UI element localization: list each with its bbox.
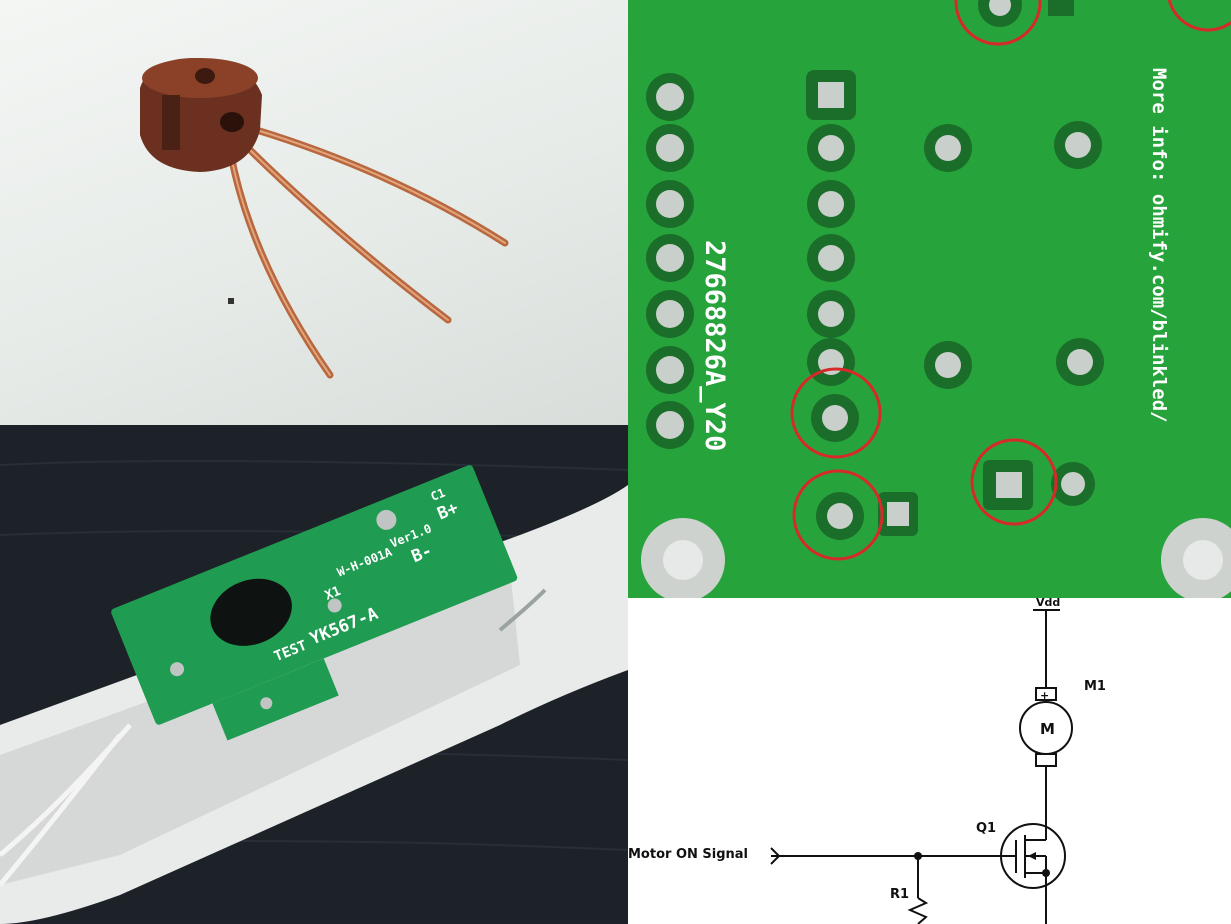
- signal-label: Motor ON Signal: [628, 847, 748, 862]
- r1-label: R1: [890, 887, 909, 902]
- motor-top-terminal: [1035, 687, 1057, 701]
- header-pad-column: [806, 70, 859, 442]
- highlight-circle: [792, 469, 884, 561]
- dust-speck: [228, 298, 234, 304]
- green-pcb-photo: 27668826A_Y20 More info: ohmify.com/blin…: [628, 0, 1231, 598]
- motor-bottom-terminal: [1035, 753, 1057, 767]
- q1-label: Q1: [976, 821, 996, 836]
- device-pcb-illustration: YK567-A TEST X1 W-H-001A B- B+ Ver1.0 C1: [0, 460, 628, 924]
- board-illustration: 27668826A_Y20 More info: ohmify.com/blin…: [641, 0, 1231, 598]
- transistor-photo: [0, 0, 628, 425]
- motor-label: M1: [1084, 679, 1106, 694]
- board-more-info: More info: ohmify.com/blinkled/: [1148, 68, 1170, 423]
- small-pcb: YK567-A TEST X1 W-H-001A B- B+ Ver1.0 C1: [111, 465, 518, 741]
- signal-arrow: [770, 847, 781, 865]
- pcb-chip-blob: [210, 578, 292, 646]
- highlight-circle: [790, 367, 882, 459]
- metal-contact: [498, 588, 547, 632]
- transistor-illustration: [140, 58, 509, 379]
- motor-plus-label: +: [1040, 689, 1049, 702]
- highlight-circle: [970, 438, 1058, 526]
- right-pads: [641, 0, 1231, 598]
- board-part-number: 27668826A_Y20: [699, 240, 730, 451]
- left-pad-column: [646, 73, 694, 449]
- motor-schematic: Vdd M1 M + Q1 R1 Motor ON Signal: [628, 598, 1231, 924]
- junction-dot: [914, 852, 922, 860]
- schematic-diagram: Vdd M1 M + Q1 R1 Motor ON Signal: [628, 598, 1106, 924]
- pcb-x1-text: X1: [323, 584, 343, 604]
- vdd-label: Vdd: [1036, 598, 1060, 609]
- transistor-leg-left: [226, 146, 334, 379]
- device-pcb-photo: YK567-A TEST X1 W-H-001A B- B+ Ver1.0 C1: [0, 425, 628, 924]
- highlight-circles: [790, 0, 1231, 561]
- mosfet-arrow: [1028, 852, 1036, 860]
- motor-inner-label: M: [1040, 720, 1055, 738]
- transistor-leg-middle: [236, 136, 452, 324]
- highlight-circle: [954, 0, 1042, 46]
- highlight-circle: [1167, 0, 1231, 32]
- pcb-c1-text: C1: [429, 486, 448, 504]
- resistor-symbol: [907, 897, 929, 924]
